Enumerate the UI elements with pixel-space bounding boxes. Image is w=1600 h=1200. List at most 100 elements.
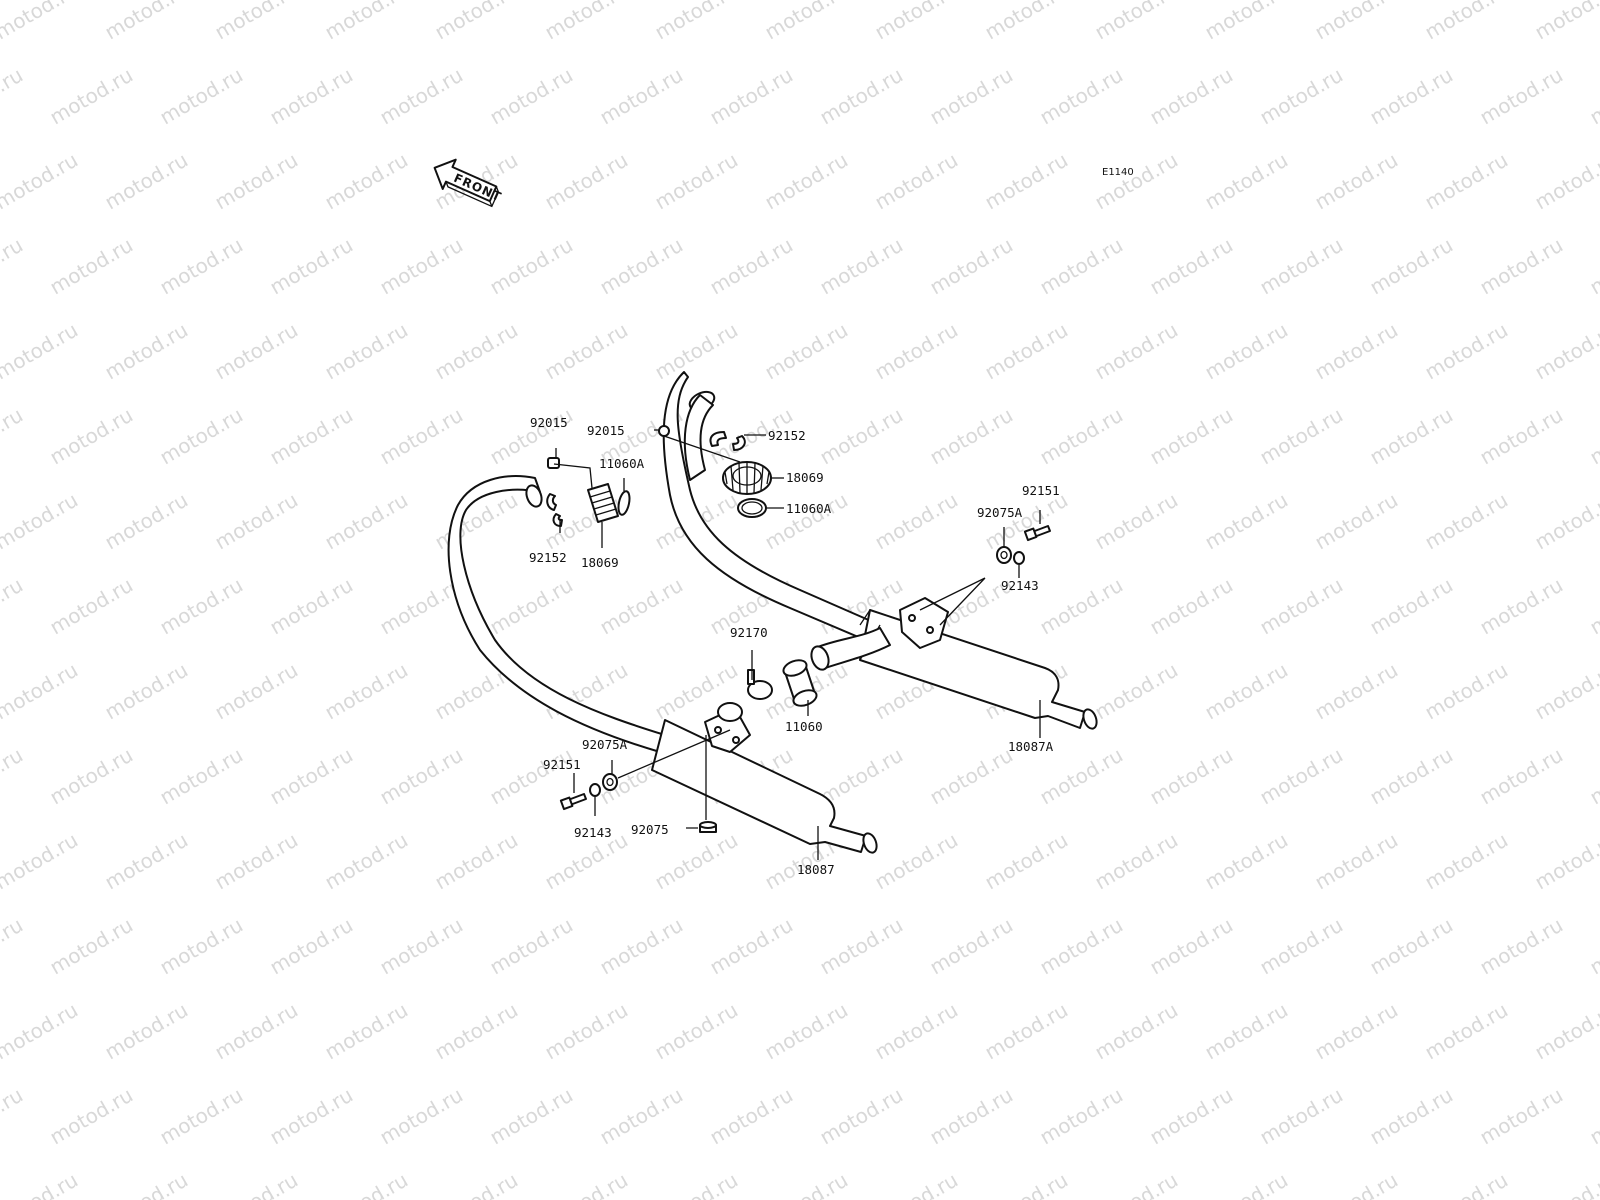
label-92015-right: 92015 <box>587 423 625 438</box>
flange-18069-left <box>587 483 619 523</box>
watermark-text: motod.ru <box>1531 658 1600 725</box>
watermark-text: motod.ru <box>1201 998 1292 1065</box>
label-92143-right: 92143 <box>1001 578 1039 593</box>
watermark-text: motod.ru <box>1366 233 1457 300</box>
watermark-text: motod.ru <box>156 913 247 980</box>
watermark-text: motod.ru <box>1201 658 1292 725</box>
watermark-text: motod.ru <box>376 913 467 980</box>
label-92075: 92075 <box>631 822 669 837</box>
watermark-text: motod.ru <box>101 488 192 555</box>
watermark-text: motod.ru <box>0 1083 27 1150</box>
watermark-text: motod.ru <box>1201 828 1292 895</box>
watermark-text: motod.ru <box>1311 148 1402 215</box>
watermark-text: motod.ru <box>541 0 632 44</box>
watermark-text: motod.ru <box>0 913 27 980</box>
watermark-text: motod.ru <box>1036 573 1127 640</box>
watermark-text: motod.ru <box>761 0 852 44</box>
watermark-text: motod.ru <box>1091 828 1182 895</box>
watermark-text: motod.ru <box>211 1168 302 1200</box>
watermark-text: motod.ru <box>871 318 962 385</box>
watermark-text: motod.ru <box>486 233 577 300</box>
watermark-text: motod.ru <box>1586 1083 1600 1150</box>
bolt-92151-right <box>1023 525 1051 542</box>
watermark-text: motod.ru <box>1366 63 1457 130</box>
watermark-text: motod.ru <box>46 1083 137 1150</box>
watermark-text: motod.ru <box>376 403 467 470</box>
label-11060: 11060 <box>785 719 823 734</box>
watermark-text: motod.ru <box>376 233 467 300</box>
connector-pipe <box>810 627 891 671</box>
watermark-text: motod.ru <box>926 1083 1017 1150</box>
watermark-text: motod.ru <box>0 0 82 44</box>
watermark-text: motod.ru <box>321 0 412 44</box>
watermark-text: motod.ru <box>0 743 27 810</box>
nut-92015-right <box>658 425 670 437</box>
watermark-text: motod.ru <box>0 148 82 215</box>
watermark-text: motod.ru <box>541 998 632 1065</box>
watermark-text: motod.ru <box>1476 63 1567 130</box>
watermark-text: motod.ru <box>1366 403 1457 470</box>
diagram-code: E1140 <box>1102 167 1134 178</box>
watermark-text: motod.ru <box>321 488 412 555</box>
watermark-text: motod.ru <box>1531 0 1600 44</box>
watermark-text: motod.ru <box>376 743 467 810</box>
clamp-92170 <box>747 669 773 700</box>
watermark-text: motod.ru <box>101 998 192 1065</box>
watermark-text: motod.ru <box>1421 998 1512 1065</box>
watermark-text: motod.ru <box>1421 488 1512 555</box>
watermark-text: motod.ru <box>651 0 742 44</box>
watermark-text: motod.ru <box>706 63 797 130</box>
grommet-92075 <box>699 821 717 833</box>
watermark-text: motod.ru <box>926 233 1017 300</box>
watermark-text: motod.ru <box>816 403 907 470</box>
watermark-text: motod.ru <box>1036 1083 1127 1150</box>
watermark-text: motod.ru <box>1201 148 1292 215</box>
watermark-text: motod.ru <box>376 1083 467 1150</box>
washer-92143-left <box>589 783 601 797</box>
watermark-text: motod.ru <box>46 573 137 640</box>
watermark-text: motod.ru <box>651 148 742 215</box>
watermark-text: motod.ru <box>156 573 247 640</box>
watermark-text: motod.ru <box>1586 743 1600 810</box>
gasket-11060A-right <box>737 498 767 518</box>
watermark-text: motod.ru <box>1531 148 1600 215</box>
watermark-text: motod.ru <box>981 998 1072 1065</box>
watermark-text: motod.ru <box>541 1168 632 1200</box>
left-clamp <box>717 702 743 722</box>
watermark-text: motod.ru <box>431 998 522 1065</box>
watermark-text: motod.ru <box>596 573 687 640</box>
label-92075A-left: 92075A <box>582 737 628 752</box>
nut-92075A-right <box>996 546 1012 564</box>
watermark-text: motod.ru <box>321 1168 412 1200</box>
watermark-text: motod.ru <box>266 573 357 640</box>
watermark-text: motod.ru <box>486 573 577 640</box>
watermark-text: motod.ru <box>981 318 1072 385</box>
watermark-text: motod.ru <box>706 913 797 980</box>
watermark-text: motod.ru <box>1091 998 1182 1065</box>
watermark-text: motod.ru <box>101 148 192 215</box>
watermark-text: motod.ru <box>1476 1083 1567 1150</box>
watermark-text: motod.ru <box>1146 63 1237 130</box>
watermark-text: motod.ru <box>761 1168 852 1200</box>
watermark-text: motod.ru <box>596 233 687 300</box>
label-92143-left: 92143 <box>574 825 612 840</box>
watermark-text: motod.ru <box>156 403 247 470</box>
watermark-text: motod.ru <box>1036 233 1127 300</box>
watermark-text: motod.ru <box>596 913 687 980</box>
watermark-text: motod.ru <box>266 63 357 130</box>
watermark-text: motod.ru <box>486 403 577 470</box>
watermark-text: motod.ru <box>1311 1168 1402 1200</box>
watermark-text: motod.ru <box>211 488 302 555</box>
watermark-text: motod.ru <box>1366 1083 1457 1150</box>
watermark-text: motod.ru <box>1091 1168 1182 1200</box>
nut-92015-left <box>547 457 560 469</box>
watermark-text: motod.ru <box>0 828 82 895</box>
watermark-text: motod.ru <box>431 318 522 385</box>
watermark-text: motod.ru <box>266 913 357 980</box>
watermark-text: motod.ru <box>46 233 137 300</box>
watermark-text: motod.ru <box>1421 1168 1512 1200</box>
watermark-text: motod.ru <box>1036 913 1127 980</box>
watermark-text: motod.ru <box>871 148 962 215</box>
watermark-text: motod.ru <box>101 828 192 895</box>
